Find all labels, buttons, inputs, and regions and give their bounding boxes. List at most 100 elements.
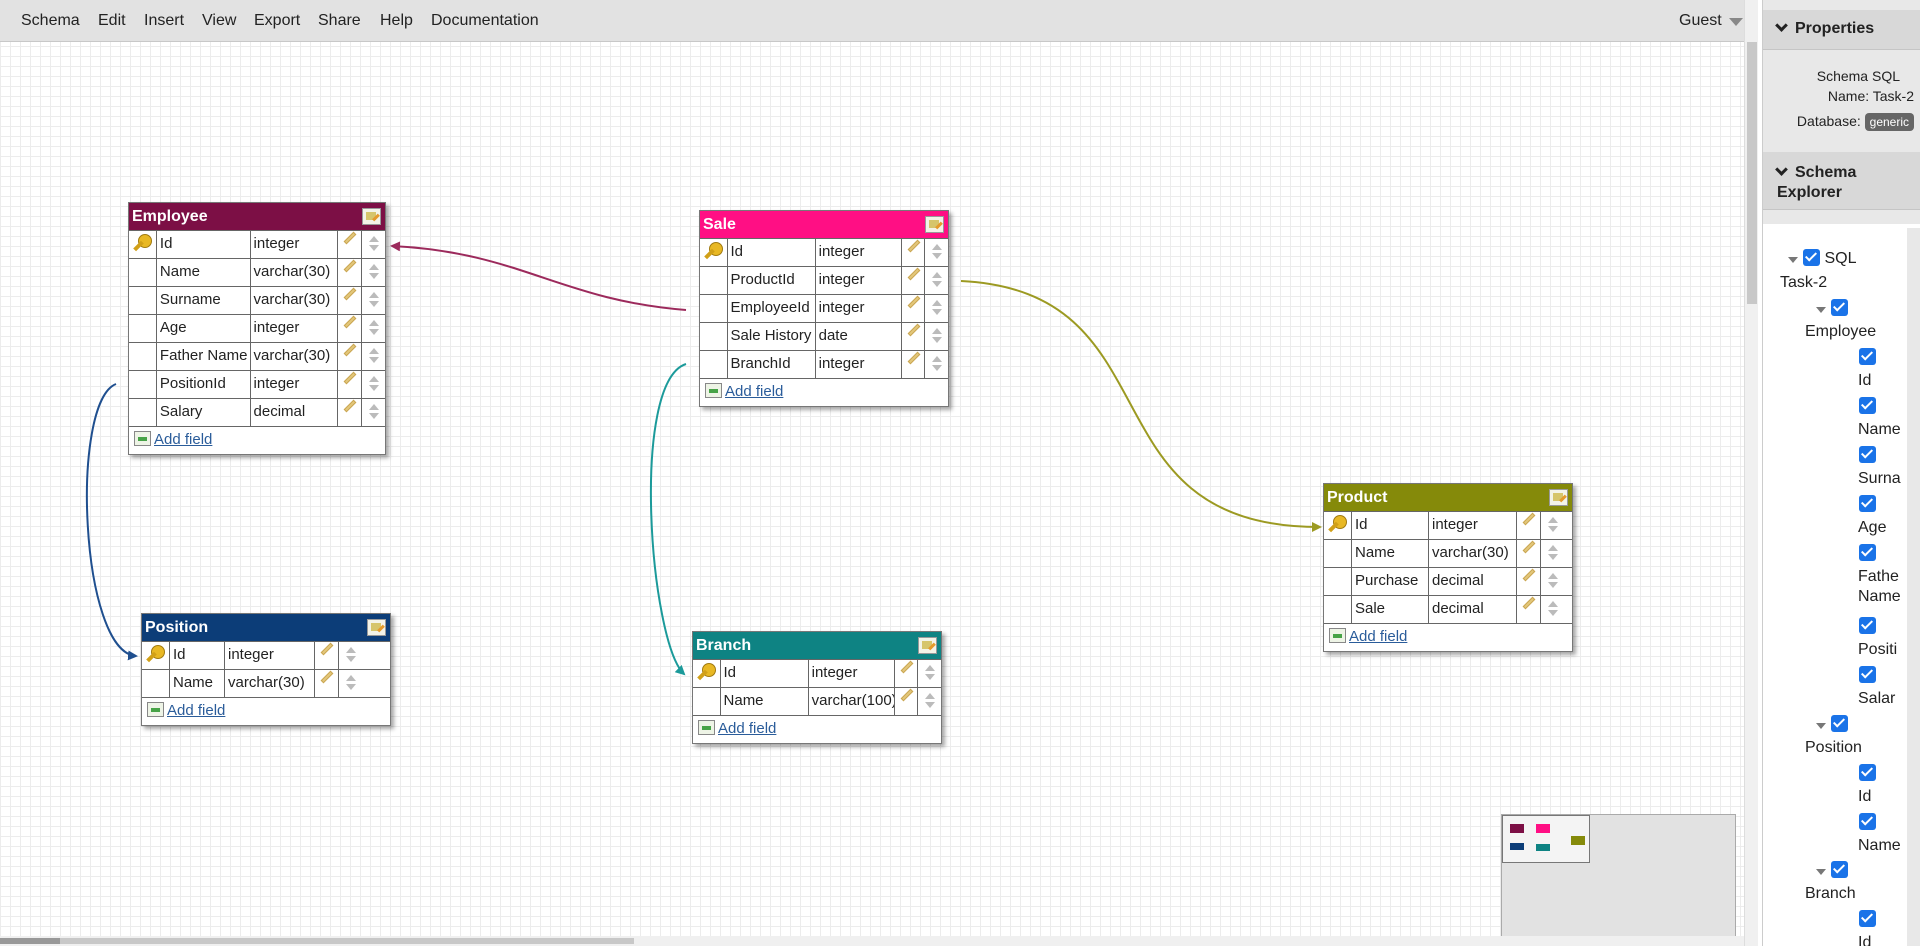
reorder-handle[interactable] — [362, 371, 385, 398]
add-field-icon[interactable] — [705, 383, 722, 398]
move-down-icon[interactable] — [346, 684, 356, 690]
move-up-icon[interactable] — [932, 244, 943, 250]
move-up-icon[interactable] — [369, 404, 380, 410]
reorder-handle[interactable] — [1541, 596, 1564, 623]
field-name[interactable]: Salary — [157, 399, 251, 426]
field-type[interactable]: integer — [816, 267, 902, 294]
add-field-icon[interactable] — [147, 702, 164, 717]
edit-field-button[interactable] — [902, 323, 926, 350]
edit-field-button[interactable] — [895, 688, 919, 715]
edit-field-button[interactable] — [902, 239, 926, 266]
move-up-icon[interactable] — [932, 356, 943, 362]
move-down-icon[interactable] — [925, 674, 936, 680]
add-field-link[interactable]: Add field — [718, 720, 777, 737]
reorder-handle[interactable] — [1541, 568, 1564, 595]
field-type[interactable]: varchar(100) — [809, 688, 895, 715]
field-name[interactable]: Name — [170, 670, 225, 697]
reorder-handle[interactable] — [1541, 540, 1564, 567]
field-type[interactable]: integer — [816, 351, 902, 378]
move-up-icon[interactable] — [346, 647, 356, 653]
move-up-icon[interactable] — [369, 264, 380, 270]
move-down-icon[interactable] — [932, 337, 943, 343]
move-up-icon[interactable] — [932, 272, 943, 278]
move-up-icon[interactable] — [925, 665, 936, 671]
reorder-handle[interactable] — [1541, 512, 1564, 539]
menu-help[interactable]: Help — [380, 12, 413, 29]
field-type[interactable]: integer — [816, 295, 902, 322]
field-name[interactable]: Id — [1352, 512, 1429, 539]
table-header[interactable]: Position — [142, 614, 390, 641]
move-down-icon[interactable] — [1548, 582, 1558, 588]
expand-toggle-icon[interactable] — [1816, 307, 1826, 313]
field-name[interactable]: Id — [157, 231, 251, 258]
move-up-icon[interactable] — [369, 348, 380, 354]
checkbox[interactable] — [1831, 299, 1848, 316]
reorder-handle[interactable] — [339, 670, 362, 697]
relation-sale-employee[interactable] — [390, 241, 687, 311]
add-field-link[interactable]: Add field — [725, 383, 784, 400]
field-type[interactable]: integer — [816, 239, 902, 266]
field-name[interactable]: Name — [157, 259, 251, 286]
field-type[interactable]: varchar(30) — [251, 343, 339, 370]
field-type[interactable]: integer — [251, 231, 339, 258]
reorder-handle[interactable] — [925, 239, 948, 266]
field-name[interactable]: Id — [728, 239, 816, 266]
scrollbar-thumb[interactable] — [1747, 42, 1757, 304]
reorder-handle[interactable] — [362, 287, 385, 314]
field-name[interactable]: Purchase — [1352, 568, 1429, 595]
minimap[interactable] — [1501, 814, 1736, 936]
move-up-icon[interactable] — [346, 675, 356, 681]
edit-field-button[interactable] — [1517, 596, 1541, 623]
move-down-icon[interactable] — [369, 357, 380, 363]
field-name[interactable]: BranchId — [728, 351, 816, 378]
checkbox[interactable] — [1859, 397, 1876, 414]
chevron-down-icon[interactable] — [1729, 18, 1743, 26]
menu-insert[interactable]: Insert — [144, 12, 185, 29]
table-header[interactable]: Product — [1324, 484, 1572, 511]
edit-field-button[interactable] — [338, 231, 363, 258]
add-field-icon[interactable] — [1329, 628, 1346, 643]
field-type[interactable]: varchar(30) — [1429, 540, 1517, 567]
field-type[interactable]: decimal — [251, 399, 339, 426]
field-name[interactable]: ProductId — [728, 267, 816, 294]
field-type[interactable]: varchar(30) — [251, 287, 339, 314]
move-up-icon[interactable] — [369, 320, 380, 326]
move-down-icon[interactable] — [369, 329, 380, 335]
edit-field-button[interactable] — [338, 287, 363, 314]
reorder-handle[interactable] — [925, 295, 948, 322]
field-type[interactable]: integer — [225, 642, 315, 669]
expand-toggle-icon[interactable] — [1816, 723, 1826, 729]
add-field-icon[interactable] — [698, 720, 715, 735]
reorder-handle[interactable] — [362, 315, 385, 342]
table-header[interactable]: Branch — [693, 632, 941, 659]
vertical-scrollbar[interactable] — [1744, 0, 1758, 946]
move-down-icon[interactable] — [369, 385, 380, 391]
edit-table-icon[interactable] — [367, 619, 386, 636]
edit-table-icon[interactable] — [925, 216, 944, 233]
reorder-handle[interactable] — [918, 688, 941, 715]
checkbox[interactable] — [1859, 348, 1876, 365]
field-name[interactable]: Father Name — [157, 343, 251, 370]
reorder-handle[interactable] — [362, 343, 385, 370]
edit-field-button[interactable] — [338, 399, 363, 426]
edit-field-button[interactable] — [902, 267, 926, 294]
reorder-handle[interactable] — [918, 660, 941, 687]
add-field-link[interactable]: Add field — [154, 431, 213, 448]
table-header[interactable]: Employee — [129, 203, 385, 230]
move-down-icon[interactable] — [369, 413, 380, 419]
scrollbar-arrow[interactable] — [0, 938, 60, 944]
field-name[interactable]: Age — [157, 315, 251, 342]
field-name[interactable]: Name — [1352, 540, 1429, 567]
edit-field-button[interactable] — [338, 315, 363, 342]
